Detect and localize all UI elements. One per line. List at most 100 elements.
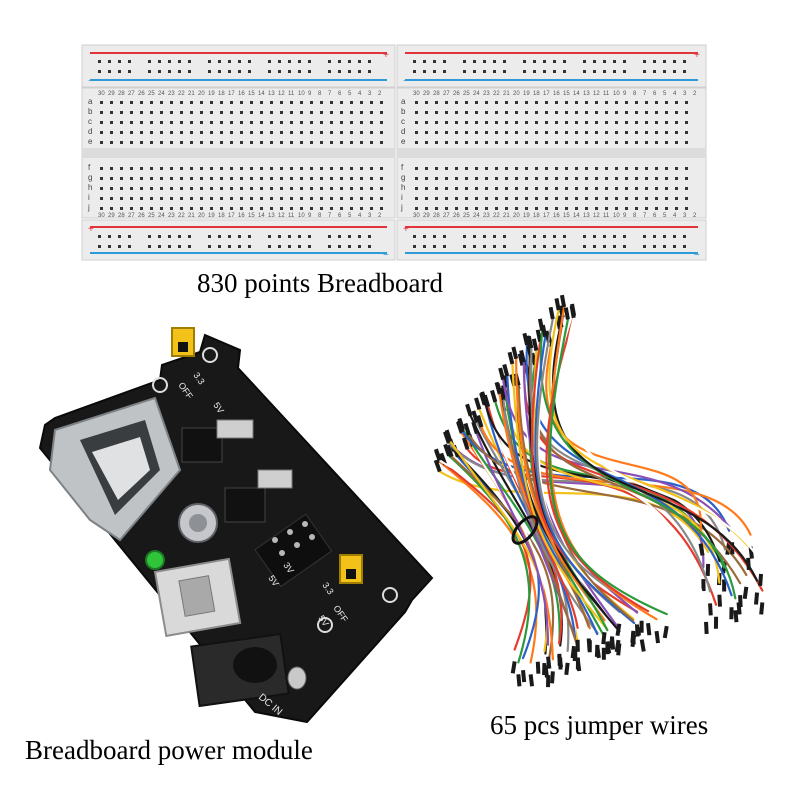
column-number: 2	[693, 213, 697, 219]
hole	[290, 167, 293, 170]
hole	[240, 187, 243, 190]
hole	[643, 235, 646, 238]
hole	[553, 70, 556, 73]
wire-pin	[439, 452, 448, 466]
hole	[160, 141, 163, 144]
hole	[188, 235, 191, 238]
hole	[248, 60, 251, 63]
hole	[655, 167, 658, 170]
hole	[593, 245, 596, 248]
hole	[340, 111, 343, 114]
hole	[290, 141, 293, 144]
column-number: 4	[358, 213, 362, 219]
hole	[603, 60, 606, 63]
hole	[270, 207, 273, 210]
hole	[140, 141, 143, 144]
wire-pin	[433, 459, 442, 473]
hole	[655, 141, 658, 144]
hole	[435, 177, 438, 180]
hole	[575, 197, 578, 200]
wire-pin	[738, 595, 743, 608]
hole	[350, 131, 353, 134]
hole	[140, 187, 143, 190]
hole	[515, 121, 518, 124]
hole	[218, 235, 221, 238]
hole	[605, 167, 608, 170]
hole	[370, 131, 373, 134]
hole	[320, 187, 323, 190]
row-letter: f	[401, 163, 404, 172]
hole	[475, 187, 478, 190]
hole	[150, 177, 153, 180]
hole	[683, 70, 686, 73]
hole	[240, 177, 243, 180]
hole	[625, 177, 628, 180]
hole	[310, 167, 313, 170]
hole	[655, 177, 658, 180]
hole	[505, 141, 508, 144]
hole	[150, 207, 153, 210]
hole	[110, 141, 113, 144]
hole	[340, 141, 343, 144]
wire-pin	[704, 621, 709, 635]
hole	[575, 177, 578, 180]
hole	[130, 197, 133, 200]
hole	[575, 167, 578, 170]
hole	[268, 245, 271, 248]
hole	[413, 70, 416, 73]
hole	[360, 207, 363, 210]
hole	[515, 167, 518, 170]
jumper-wire	[530, 340, 639, 613]
column-number: 10	[613, 213, 620, 219]
hole	[190, 111, 193, 114]
hole	[483, 245, 486, 248]
hole	[248, 245, 251, 248]
hole	[585, 101, 588, 104]
hole	[485, 141, 488, 144]
column-number: 18	[533, 213, 540, 219]
jumper-wires-caption: 65 pcs jumper wires	[490, 710, 709, 740]
hole	[523, 60, 526, 63]
hole	[128, 60, 131, 63]
hole	[270, 197, 273, 200]
hole	[210, 121, 213, 124]
hole	[330, 101, 333, 104]
column-number: 27	[443, 91, 450, 97]
hole	[523, 235, 526, 238]
hole	[675, 197, 678, 200]
wire-pin	[480, 391, 488, 404]
column-number: 5	[348, 213, 352, 219]
rail-minus-label: −	[403, 76, 409, 87]
hole	[543, 235, 546, 238]
column-number: 5	[663, 91, 667, 97]
hole	[220, 187, 223, 190]
hole	[200, 177, 203, 180]
hole	[260, 111, 263, 114]
column-number: 21	[188, 213, 195, 219]
hole	[555, 101, 558, 104]
hole	[188, 60, 191, 63]
column-number: 3	[368, 91, 372, 97]
hole	[525, 167, 528, 170]
hole	[433, 245, 436, 248]
hole	[170, 177, 173, 180]
hole	[533, 70, 536, 73]
hole	[455, 141, 458, 144]
hole	[118, 245, 121, 248]
hole	[348, 70, 351, 73]
hole	[320, 141, 323, 144]
hole	[485, 121, 488, 124]
hole	[575, 121, 578, 124]
hole	[505, 177, 508, 180]
hole	[310, 101, 313, 104]
column-number: 18	[533, 91, 540, 97]
hole	[675, 101, 678, 104]
hole	[675, 167, 678, 170]
hole	[553, 60, 556, 63]
hole	[330, 121, 333, 124]
hole	[635, 207, 638, 210]
hole	[180, 111, 183, 114]
wire-pin	[550, 671, 555, 684]
hole	[423, 235, 426, 238]
hole	[328, 70, 331, 73]
